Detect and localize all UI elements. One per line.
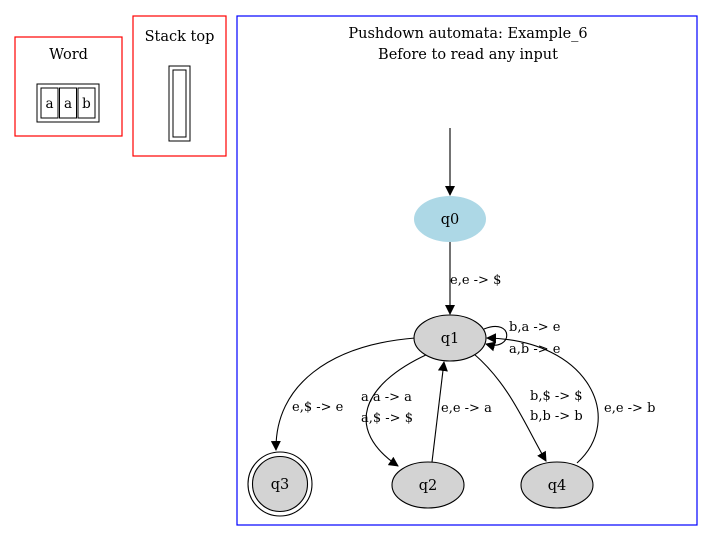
edge-q1-q1-loop: b,a -> e a,b -> e [483,320,561,357]
word-letter: a [64,96,72,112]
stack-panel-title: Stack top [145,29,215,45]
edge-q1-q4: b,$ -> $ b,b -> b [473,353,583,462]
word-letter: a [45,96,53,112]
word-letter: b [82,96,91,112]
edge-q2-q1: e,e -> a [431,361,492,463]
edge-label: e,$ -> e [292,400,344,415]
word-cell-1: a [40,87,59,119]
edge-label: a,$ -> $ [361,411,413,426]
word-cell-3: b [77,87,96,119]
state-q2: q2 [391,461,465,509]
automaton-panel: Pushdown automata: Example_6 Before to r… [236,15,698,526]
state-q3: q3 [247,451,313,517]
edge-label: e,e -> $ [450,273,501,288]
automaton-subtitle: Before to read any input [378,47,558,63]
state-q1: q1 [413,314,487,362]
stack-panel: Stack top [132,15,227,157]
automaton-title: Pushdown automata: Example_6 [348,26,587,42]
edge-label: b,b -> b [530,409,583,424]
edge-label: b,a -> e [509,320,561,335]
word-panel: Word a a b [14,36,123,137]
stack-empty-cell [172,69,187,138]
edge-label: a,a -> a [361,390,412,405]
stack-outer-cell [168,65,191,142]
word-panel-title: Word [49,47,88,63]
state-q4: q4 [520,461,594,509]
edge-label: e,e -> b [604,401,655,416]
edge-q1-q3: e,$ -> e [270,337,416,451]
edge-q0-q1: e,e -> $ [445,241,501,315]
state-q0: q0 [414,196,486,242]
word-cell-2: a [59,87,77,119]
edge-label: b,$ -> $ [530,389,583,404]
state-label: q3 [271,477,290,493]
edge-q4-q1: e,e -> b [486,333,655,464]
edge-label: a,b -> e [509,342,561,357]
edge-q1-q2: a,a -> a a,$ -> $ [361,353,429,467]
edge-label: e,e -> a [441,401,492,416]
state-label: q4 [548,478,567,494]
state-label: q0 [441,212,460,228]
state-label: q2 [419,478,438,494]
state-label: q1 [441,331,460,347]
